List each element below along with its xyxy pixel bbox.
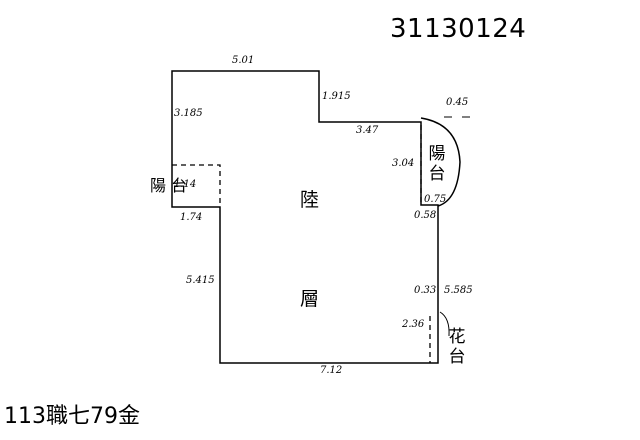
dim-right-small: 0.75 <box>424 194 447 205</box>
right-balcony-label: 陽台 <box>428 144 446 184</box>
dim-right-balcony-depth: 0.45 <box>446 97 469 108</box>
dim-top: 5.01 <box>232 55 255 66</box>
dim-right-lower: 5.585 <box>444 285 473 296</box>
dim-left-step: 1.74 <box>180 212 203 223</box>
dim-flower-depth: 0.33 <box>414 285 437 296</box>
main-outline <box>171 70 439 364</box>
document-id: 31130124 <box>390 14 527 44</box>
dim-left-lower: 5.415 <box>186 275 215 286</box>
dim-step-horizontal: 3.47 <box>356 125 379 136</box>
dim-right-balcony-length: 3.04 <box>392 158 415 169</box>
caption: 113職七79金 <box>4 404 140 429</box>
flower-leader <box>439 311 450 337</box>
right-balcony-arc <box>420 117 461 207</box>
dim-bottom: 7.12 <box>320 365 343 376</box>
dim-step-vertical: 1.915 <box>322 91 351 102</box>
main-room-label-top: 陸 <box>300 189 320 211</box>
dim-flower-length: 2.36 <box>402 319 425 330</box>
flower-bed-label: 花台 <box>448 327 466 367</box>
left-balcony-label: 陽 台 <box>150 176 188 195</box>
dim-left-balcony-depth: 1.14 <box>174 179 197 190</box>
dim-left-upper: 3.185 <box>174 108 203 119</box>
main-room-label-bottom: 層 <box>300 288 320 310</box>
dim-right-step: 0.58 <box>414 210 437 221</box>
left-balcony-outline <box>172 164 221 207</box>
